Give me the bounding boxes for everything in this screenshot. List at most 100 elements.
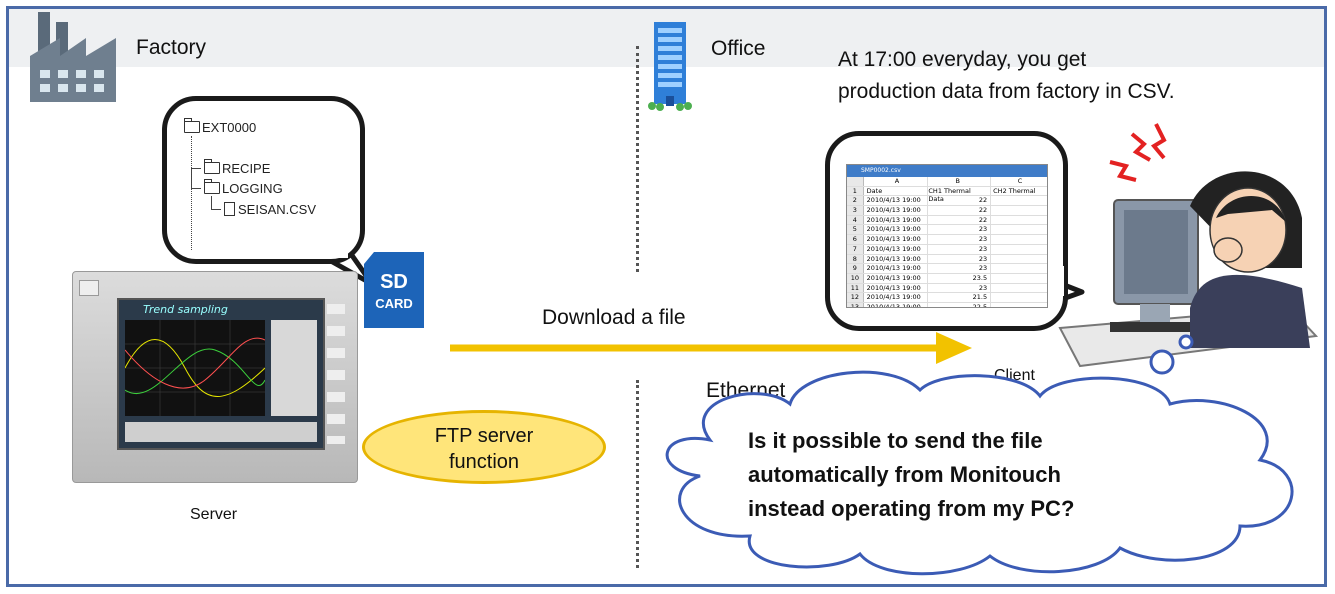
spreadsheet-cell bbox=[990, 283, 1047, 293]
hmi-button-row bbox=[125, 422, 317, 442]
hmi-screen: Trend sampling bbox=[117, 298, 325, 450]
office-label: Office bbox=[711, 37, 766, 60]
hmi-screen-title: Trend sampling bbox=[143, 303, 228, 316]
spreadsheet-cell: 2010/4/13 19:00 bbox=[866, 235, 921, 244]
column-letter: A bbox=[894, 177, 900, 185]
tree-root: EXT0000 bbox=[202, 120, 257, 135]
spreadsheet-cell: 2010/4/13 19:00 bbox=[866, 244, 921, 253]
row-number: 2 bbox=[847, 196, 864, 206]
row-number: 11 bbox=[847, 283, 864, 293]
row-number: 12 bbox=[847, 293, 864, 302]
trend-graph bbox=[125, 320, 265, 416]
divider-bottom bbox=[636, 380, 639, 568]
tree-connector bbox=[211, 209, 221, 210]
row-number: 10 bbox=[847, 273, 864, 283]
folder-tree: EXT0000 RECIPE LOGGING SEISAN.CSV bbox=[184, 118, 354, 260]
spreadsheet-cell bbox=[990, 196, 1047, 206]
spreadsheet-cell: 23.5 bbox=[927, 273, 990, 283]
factory-label: Factory bbox=[136, 36, 207, 59]
info-line-2: production data from factory in CSV. bbox=[838, 80, 1175, 103]
spreadsheet-cell bbox=[990, 206, 1047, 215]
tree-connector bbox=[211, 196, 212, 210]
spreadsheet-cell bbox=[990, 215, 1047, 225]
tree-connector bbox=[191, 136, 192, 250]
ftp-line-2: function bbox=[448, 451, 520, 473]
tree-connector bbox=[191, 168, 192, 188]
spreadsheet-cell: 2010/4/13 19:00 bbox=[866, 215, 921, 224]
hmi-logo bbox=[79, 280, 99, 296]
hmi-function-keys bbox=[327, 304, 345, 444]
row-number: 6 bbox=[847, 235, 864, 244]
corner-cell bbox=[847, 177, 864, 186]
sd-card-icon: SD CARD bbox=[364, 252, 424, 328]
row-number: 4 bbox=[847, 215, 864, 225]
row-number: 13 bbox=[847, 302, 864, 307]
spreadsheet-cell bbox=[990, 235, 1047, 244]
spreadsheet-cell: 22 bbox=[927, 215, 990, 225]
spreadsheet-cell: 2010/4/13 19:00 bbox=[866, 273, 921, 282]
tree-connector bbox=[191, 188, 201, 189]
spreadsheet-cell bbox=[990, 225, 1047, 235]
row-number: 7 bbox=[847, 244, 864, 254]
spreadsheet-cell: 2010/4/13 19:00 bbox=[866, 283, 921, 292]
folder-icon bbox=[204, 179, 220, 194]
column-letter: C bbox=[990, 177, 1047, 186]
spreadsheet-cell: 21.5 bbox=[927, 293, 990, 302]
factory-icon bbox=[30, 12, 116, 102]
download-label: Download a file bbox=[542, 306, 686, 329]
row-number: 8 bbox=[847, 254, 864, 264]
spreadsheet-cell: 2010/4/13 19:00 bbox=[866, 196, 921, 205]
spreadsheet-cell: 22 bbox=[927, 196, 990, 206]
spreadsheet-cell: 23 bbox=[927, 244, 990, 254]
spreadsheet-cell: 2010/4/13 19:00 bbox=[866, 302, 921, 308]
spreadsheet-cell: 22 bbox=[927, 206, 990, 215]
spreadsheet-filename: SMP0002.csv bbox=[847, 165, 1047, 177]
row-number: 5 bbox=[847, 225, 864, 235]
folder-icon bbox=[184, 118, 200, 133]
hmi-panel: Trend sampling bbox=[72, 271, 358, 483]
tree-bubble-tail-cover bbox=[308, 246, 348, 258]
tree-item-seisan-csv: SEISAN.CSV bbox=[238, 202, 317, 217]
spreadsheet-cell bbox=[990, 244, 1047, 254]
folder-icon bbox=[204, 159, 220, 174]
spreadsheet-cell: 23 bbox=[927, 254, 990, 264]
spreadsheet-cell: 2010/4/13 19:00 bbox=[866, 206, 921, 215]
spreadsheet-cell bbox=[990, 293, 1047, 302]
spreadsheet-cell: 23 bbox=[927, 283, 990, 293]
spreadsheet-cell: 2010/4/13 19:00 bbox=[866, 254, 921, 263]
tree-item-recipe: RECIPE bbox=[222, 161, 271, 176]
sd-card-line1: SD bbox=[380, 271, 408, 293]
spreadsheet-cell: 2010/4/13 19:00 bbox=[866, 264, 921, 273]
tree-item-logging: LOGGING bbox=[222, 181, 283, 196]
question-line-2: automatically from Monitouch bbox=[748, 462, 1061, 487]
spreadsheet-cell: 2010/4/13 19:00 bbox=[866, 293, 921, 302]
thought-cloud bbox=[665, 334, 1294, 576]
divider-top bbox=[636, 46, 639, 272]
spreadsheet-cell: 23 bbox=[927, 264, 990, 273]
question-line-1: Is it possible to send the file bbox=[748, 428, 1043, 453]
spreadsheet-cell: 22.5 bbox=[927, 302, 990, 307]
spreadsheet-cell: 23 bbox=[927, 225, 990, 235]
folder-tree-bubble bbox=[162, 96, 365, 264]
row-number: 9 bbox=[847, 264, 864, 273]
tree-connector bbox=[191, 168, 201, 169]
spreadsheet-cell bbox=[990, 264, 1047, 273]
file-icon bbox=[224, 202, 235, 216]
spreadsheet-cell: CH1 Thermal Data bbox=[927, 186, 990, 203]
